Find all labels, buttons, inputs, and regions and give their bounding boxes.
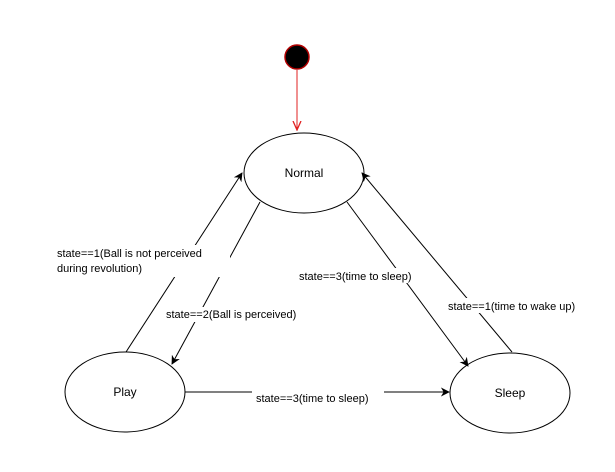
state-normal[interactable]: Normal [243, 132, 365, 214]
initial-state-node [284, 44, 310, 70]
state-normal-label: Normal [285, 166, 324, 180]
state-sleep-label: Sleep [495, 386, 526, 400]
transition-label-normal-to-sleep: state==3(time to sleep) [299, 271, 412, 283]
state-play[interactable]: Play [64, 351, 186, 433]
transition-arrow-sleep-to-normal [361, 172, 513, 353]
transition-arrow-normal-to-play [171, 201, 261, 365]
state-play-label: Play [113, 385, 136, 399]
state-sleep[interactable]: Sleep [449, 352, 571, 434]
transition-label-play-to-sleep: state==3(time to sleep) [256, 393, 369, 405]
transition-label-sleep-to-normal: state==1(time to wake up) [448, 301, 575, 313]
transition-arrow-normal-to-sleep [346, 201, 469, 367]
transition-label-play-to-normal-line1: state==1(Ball is not perceived [57, 248, 202, 260]
transition-label-play-to-normal-line2: during revolution) [57, 263, 142, 275]
transition-label-normal-to-play: state==2(Ball is perceived) [166, 309, 296, 321]
